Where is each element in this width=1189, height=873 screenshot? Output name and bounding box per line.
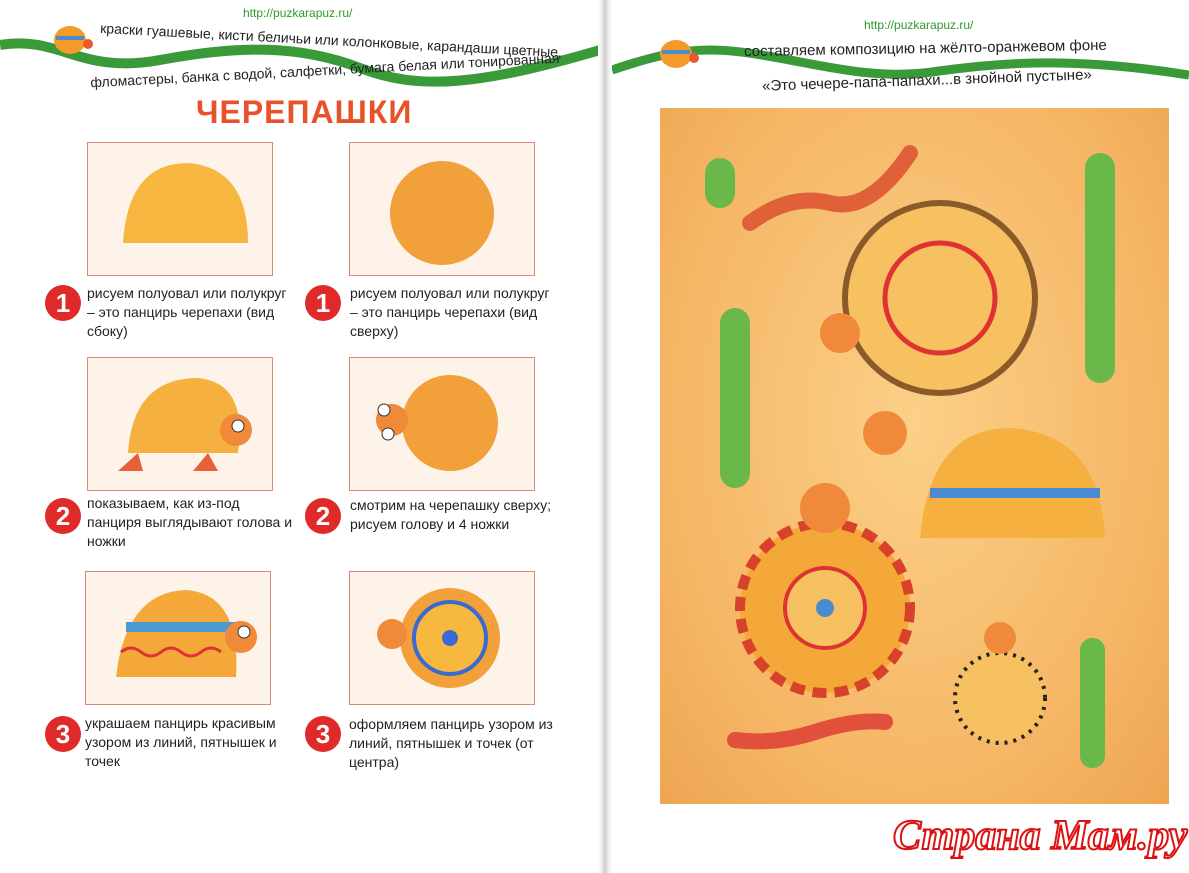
composition-painting	[660, 108, 1169, 804]
step-number-badge: 3	[305, 716, 341, 752]
snake	[742, 145, 918, 231]
turtle-side	[863, 411, 1105, 538]
step-number-badge: 2	[305, 498, 341, 534]
step-image-top-shell	[349, 142, 535, 276]
turtle-small	[953, 622, 1047, 745]
step-image-side-head-legs	[87, 357, 273, 491]
left-page: http://puzkarapuz.ru/ краски гуашевые, к…	[0, 6, 600, 770]
step-image-top-head-legs	[349, 357, 535, 491]
green-wave-decoration	[612, 45, 1189, 80]
step-number-badge: 3	[45, 716, 81, 752]
step-image-top-decorated	[349, 571, 535, 705]
watermark-logo: Страна Мам.ру	[892, 812, 1188, 860]
step-caption: рисуем полуовал или полукруг – это панци…	[87, 285, 287, 339]
turtle-top-2	[735, 483, 915, 698]
page-title: ЧЕРЕПАШКИ	[196, 94, 413, 130]
step-number-badge: 2	[45, 498, 81, 534]
step-number-badge: 1	[305, 285, 341, 321]
step-caption: смотрим на черепашку сверху; рисуем голо…	[350, 497, 552, 532]
cactus	[705, 153, 1115, 768]
step-image-side-shell	[87, 142, 273, 276]
snake	[727, 713, 893, 750]
step-caption: рисуем полуовал или полукруг – это панци…	[350, 285, 550, 339]
turtle-icon	[660, 40, 699, 68]
green-wave-decoration	[0, 38, 600, 87]
source-url[interactable]: http://puzkarapuz.ru/	[243, 6, 353, 20]
step-caption: украшаем панцирь красивым узором из лини…	[85, 715, 277, 769]
source-url[interactable]: http://puzkarapuz.ru/	[864, 18, 974, 32]
step-number-badge: 1	[45, 285, 81, 321]
turtle-top-1	[820, 200, 1038, 396]
step-caption: оформляем панцирь узором из линий, пятны…	[349, 716, 553, 770]
step-caption: показываем, как из-под панциря выглядыва…	[87, 495, 293, 549]
turtle-icon	[54, 26, 93, 54]
step-image-side-decorated	[85, 571, 271, 705]
page-fold	[598, 0, 612, 873]
